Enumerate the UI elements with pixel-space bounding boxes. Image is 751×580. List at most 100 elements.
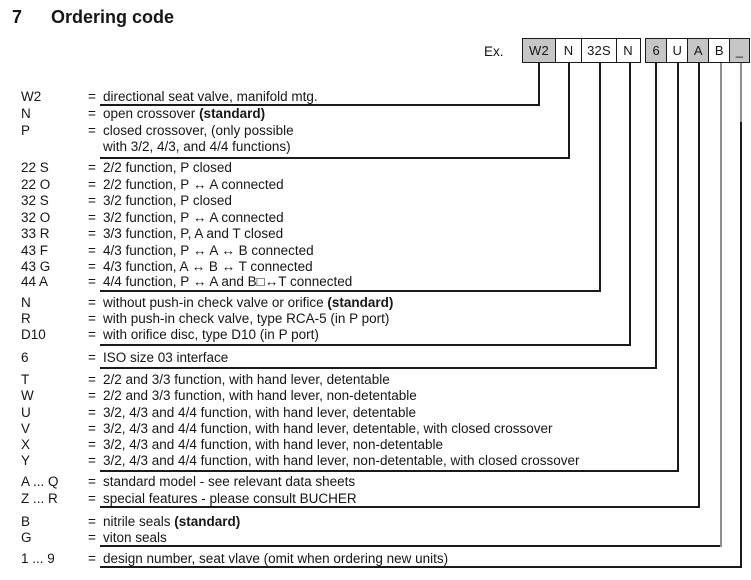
- description: special features - please consult BUCHER: [103, 490, 357, 506]
- example-box: _: [729, 38, 750, 63]
- code-row: 44 A=4/4 function, P ↔ A and B□↔T connec…: [21, 274, 352, 290]
- example-label: Ex.: [484, 44, 504, 59]
- page-title: Ordering code: [51, 7, 175, 27]
- code-row: B=nitrile seals (standard): [21, 514, 240, 530]
- ordering-code-underline: [100, 545, 722, 547]
- description: 4/4 function, P ↔ A and B□↔T connected: [103, 274, 353, 289]
- code-cell: W2: [21, 89, 42, 104]
- code-row: A ... Q=standard model - see relevant da…: [21, 474, 355, 490]
- code-cell: N: [21, 106, 31, 121]
- ordering-code-underline: [100, 157, 570, 159]
- equals-sign: =: [88, 551, 96, 566]
- page-heading: 7 Ordering code: [12, 7, 174, 28]
- description-bold: (standard): [174, 514, 241, 529]
- ordering-code-connector: [655, 63, 657, 369]
- description: 3/3 function, P, A and T closed: [103, 226, 284, 241]
- code-cell: U: [21, 404, 31, 420]
- equals-sign: =: [88, 295, 96, 310]
- code-cell: R: [21, 311, 31, 326]
- equals-sign: =: [88, 372, 96, 387]
- ordering-code-connector: [740, 63, 742, 122]
- description: 3/2 function, P closed: [103, 193, 232, 208]
- code-cell: 33 R: [21, 226, 50, 241]
- code-cell: 22 O: [21, 176, 51, 192]
- code-cell: 32 O: [21, 209, 51, 225]
- description: open crossover: [103, 106, 200, 121]
- equals-sign: =: [88, 226, 96, 241]
- description: directional seat valve, manifold mtg.: [103, 89, 318, 104]
- code-cell: Z ... R: [21, 490, 58, 506]
- equals-sign: =: [88, 89, 96, 104]
- ordering-code-underline: [100, 344, 631, 346]
- description: with 3/2, 4/3, and 4/4 functions): [103, 139, 291, 154]
- equals-sign: =: [88, 514, 96, 529]
- description: 4/3 function, P ↔ A ↔ B connected: [103, 242, 314, 258]
- ordering-code-connector: [599, 63, 601, 292]
- code-row: 32 O=3/2 function, P ↔ A connected: [21, 210, 284, 226]
- code-row: X=3/2, 4/3 and 4/4 function, with hand l…: [21, 437, 443, 453]
- equals-sign: =: [88, 490, 96, 506]
- description: 3/2, 4/3 and 4/4 function, with hand lev…: [103, 404, 416, 420]
- ordering-code-connector: [568, 63, 570, 159]
- description: 3/2, 4/3 and 4/4 function, with hand lev…: [103, 453, 580, 468]
- code-cell: 6: [21, 350, 29, 365]
- code-cell: 43 F: [21, 242, 49, 258]
- description: design number, seat vlave (omit when ord…: [103, 551, 449, 566]
- equals-sign: =: [88, 242, 96, 258]
- description: 2/2 function, P ↔ A connected: [103, 176, 284, 192]
- equals-sign: =: [88, 123, 96, 138]
- description: closed crossover, (only possible: [103, 123, 294, 138]
- equals-sign: =: [88, 259, 96, 274]
- code-cell: 22 S: [21, 160, 49, 175]
- code-row: V=3/2, 4/3 and 4/4 function, with hand l…: [21, 421, 553, 437]
- example-box: 32S: [581, 38, 617, 63]
- description: 3/2 function, P ↔ A connected: [103, 209, 284, 225]
- code-cell: 43 G: [21, 259, 51, 274]
- description: 2/2 and 3/3 function, with hand lever, n…: [103, 388, 417, 403]
- example-box: A: [687, 38, 710, 63]
- code-row: 33 R = 3/3 function, P, A and T closed: [21, 226, 283, 242]
- equals-sign: =: [88, 404, 96, 420]
- code-row: W = 2/2 and 3/3 function, with hand lever,…: [21, 388, 417, 404]
- code-row: 43 F = 4/3 function, P ↔ A ↔ B connected: [21, 243, 314, 259]
- equals-sign: =: [88, 311, 96, 326]
- code-cell: W: [21, 388, 34, 403]
- code-row: 22 O=2/2 function, P ↔ A connected: [21, 177, 284, 193]
- code-row: W2 = directional seat valve, manifold mtg.: [21, 89, 318, 105]
- code-row: 1 ... 9=design number, seat vlave (omit …: [21, 551, 448, 567]
- code-cell: 32 S: [21, 193, 49, 208]
- code-row: G=viton seals: [21, 530, 167, 546]
- code-row: R=with push-in check valve, type RCA-5 (…: [21, 311, 389, 327]
- equals-sign: =: [88, 388, 96, 403]
- equals-sign: =: [88, 160, 96, 175]
- equals-sign: =: [88, 474, 96, 489]
- description: 4/3 function, A ↔ B ↔ T connected: [103, 259, 313, 274]
- example-box: W2: [522, 38, 556, 63]
- description: nitrile seals: [103, 514, 175, 529]
- example-box: N: [615, 38, 641, 63]
- description: ISO size 03 interface: [103, 350, 229, 365]
- ordering-code-underline: [100, 367, 657, 369]
- equals-sign: =: [88, 106, 96, 121]
- description: viton seals: [103, 530, 167, 545]
- description-bold: (standard): [327, 295, 394, 310]
- example-box: 6: [645, 38, 668, 63]
- code-row: 43 G = 4/3 function, A ↔ B ↔ T connected: [21, 259, 313, 275]
- example-box: U: [666, 38, 689, 63]
- code-cell: V: [21, 420, 31, 436]
- ordering-code-connector: [677, 63, 679, 472]
- code-cell: Y: [21, 453, 31, 468]
- code-cell: 44 A: [21, 274, 49, 289]
- code-row: 32 S = 3/2 function, P closed: [21, 193, 232, 209]
- description: 2/2 function, P closed: [103, 160, 232, 175]
- code-row: 22 S = 2/2 function, P closed: [21, 160, 232, 176]
- code-cell: G: [21, 530, 32, 545]
- code-cell: P: [21, 123, 31, 138]
- code-cell: X: [21, 437, 31, 452]
- code-row: with 3/2, 4/3, and 4/4 functions): [21, 139, 291, 155]
- code-row: N=without push-in check valve or orifice…: [21, 295, 393, 311]
- ordering-code-underline: [100, 290, 601, 292]
- equals-sign: =: [88, 193, 96, 208]
- description: 2/2 and 3/3 function, with hand lever, d…: [103, 372, 390, 387]
